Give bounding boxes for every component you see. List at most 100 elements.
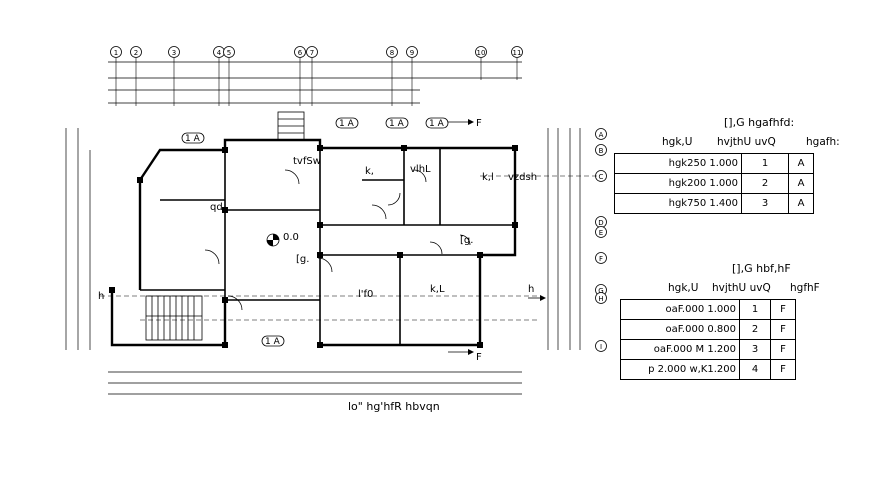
door-header-1: hvjthU uvQ <box>712 282 771 294</box>
stair <box>145 111 305 341</box>
window-header-2: hgafh: <box>806 136 840 148</box>
door-schedule-title: [],G hbf,hF <box>732 262 791 275</box>
grid-label: 9 <box>410 49 414 57</box>
room-label-5: vzdsh <box>508 172 537 183</box>
grid-label: G <box>598 287 603 295</box>
top-dimension-ticks <box>115 58 518 106</box>
grid-label: I <box>600 343 602 351</box>
window-cell: A <box>788 193 814 214</box>
section-mark-3: 1 A <box>389 119 405 129</box>
door-cell: F <box>770 319 796 340</box>
interior-walls <box>140 148 515 345</box>
right-dimension-lines <box>547 128 581 350</box>
grid-bubble <box>595 144 607 156</box>
table-row: oaF.000 0.800 2 F <box>620 319 796 340</box>
grid-label: 7 <box>310 49 314 57</box>
grid-bubble <box>595 226 607 238</box>
grid-label: D <box>598 219 603 227</box>
grid-bubble <box>511 46 523 58</box>
window-header-1: hvjthU uvQ <box>717 136 776 148</box>
grid-label: 2 <box>134 49 138 57</box>
room-label-12: h <box>98 291 104 302</box>
door-schedule-table: oaF.000 1.000 1 F oaF.000 0.800 2 F oaF.… <box>620 299 796 380</box>
window-cell: 3 <box>741 193 789 214</box>
grid-label: C <box>599 173 604 181</box>
grid-label: H <box>598 295 603 303</box>
window-header-0: hgk,U <box>662 136 693 148</box>
grid-label: 8 <box>390 49 394 57</box>
side-arrow-label: h <box>528 284 534 295</box>
room-label-3: vlhL <box>410 164 431 175</box>
beam-lines <box>100 175 600 321</box>
room-label-8: [g. <box>296 254 309 265</box>
room-label-2: k, <box>365 166 374 177</box>
window-schedule-title: [],G hgafhfd: <box>724 116 795 129</box>
door-cell: 2 <box>739 319 771 340</box>
bottom-dimension-lines <box>108 371 522 395</box>
window-cell: A <box>788 153 814 174</box>
room-label-11: [g. <box>460 235 473 246</box>
room-labels: tvfSw k, vlhL k,l vzdsh qd 0.0 [g. l'f0 … <box>98 156 537 302</box>
grid-bubble <box>595 292 607 304</box>
door-cell: oaF.000 1.000 <box>620 299 740 320</box>
door-cell: 3 <box>739 339 771 360</box>
grid-label: E <box>599 229 603 237</box>
door-cell: 1 <box>739 299 771 320</box>
door-cell: F <box>770 339 796 360</box>
door-header-0: hgk,U <box>668 282 699 294</box>
grid-right-bubbles: AB C DE F GH I <box>595 128 607 352</box>
grid-bubble <box>110 46 122 58</box>
window-cell: hgk250 1.000 <box>614 153 742 174</box>
grid-bubble <box>475 46 487 58</box>
door-header-2: hgfhF <box>790 282 820 294</box>
table-row: oaF.000 1.000 1 F <box>620 299 796 320</box>
columns <box>109 145 518 348</box>
table-row: hgk200 1.000 2 A <box>614 173 814 194</box>
grid-bubble <box>306 46 318 58</box>
grid-label: 3 <box>172 49 176 57</box>
grid-bubble <box>168 46 180 58</box>
grid-label: B <box>599 147 604 155</box>
window-cell: hgk750 1.400 <box>614 193 742 214</box>
section-mark-4: 1 A <box>429 119 445 129</box>
window-cell: 1 <box>741 153 789 174</box>
grid-bubble <box>294 46 306 58</box>
table-row: oaF.000 M 1.200 3 F <box>620 339 796 360</box>
plan-caption: lo" hg'hfR hbvqn <box>348 400 440 413</box>
section-arrow-label-bottom: F <box>476 352 482 363</box>
level-label: 0.0 <box>283 232 299 243</box>
window-cell: A <box>788 173 814 194</box>
door-cell: oaF.000 M 1.200 <box>620 339 740 360</box>
grid-label: 11 <box>513 49 522 57</box>
grid-label: 5 <box>227 49 231 57</box>
grid-label: 1 <box>114 49 118 57</box>
section-mark-2: 1 A <box>339 119 355 129</box>
grid-label: 6 <box>298 49 303 57</box>
door-cell: F <box>770 359 796 380</box>
window-cell: hgk200 1.000 <box>614 173 742 194</box>
window-schedule-table: hgk250 1.000 1 A hgk200 1.000 2 A hgk750… <box>614 153 814 214</box>
grid-bubble <box>223 46 235 58</box>
room-label-10: k,L <box>430 284 445 295</box>
grid-bubble <box>595 340 607 352</box>
grid-bubble <box>595 128 607 140</box>
exterior-walls <box>110 138 517 347</box>
section-mark-1: 1 A <box>185 134 201 144</box>
grid-label: A <box>599 131 604 139</box>
door-cell: p 2.000 w,K1.200 <box>620 359 740 380</box>
grid-bubble <box>386 46 398 58</box>
room-label-4: k,l <box>482 172 494 183</box>
table-row: hgk250 1.000 1 A <box>614 153 814 174</box>
section-mark-5: 1 A <box>265 337 281 347</box>
grid-bubble <box>595 252 607 264</box>
window-cell: 2 <box>741 173 789 194</box>
section-markers: 1 A 1 A 1 A 1 A 1 A F F <box>181 117 482 363</box>
grid-label: F <box>599 255 603 263</box>
door-cell: oaF.000 0.800 <box>620 319 740 340</box>
grid-label: 4 <box>217 49 222 57</box>
top-dimension-lines <box>108 61 522 104</box>
room-label-6: qd <box>210 202 223 213</box>
side-arrow: h <box>528 284 546 301</box>
